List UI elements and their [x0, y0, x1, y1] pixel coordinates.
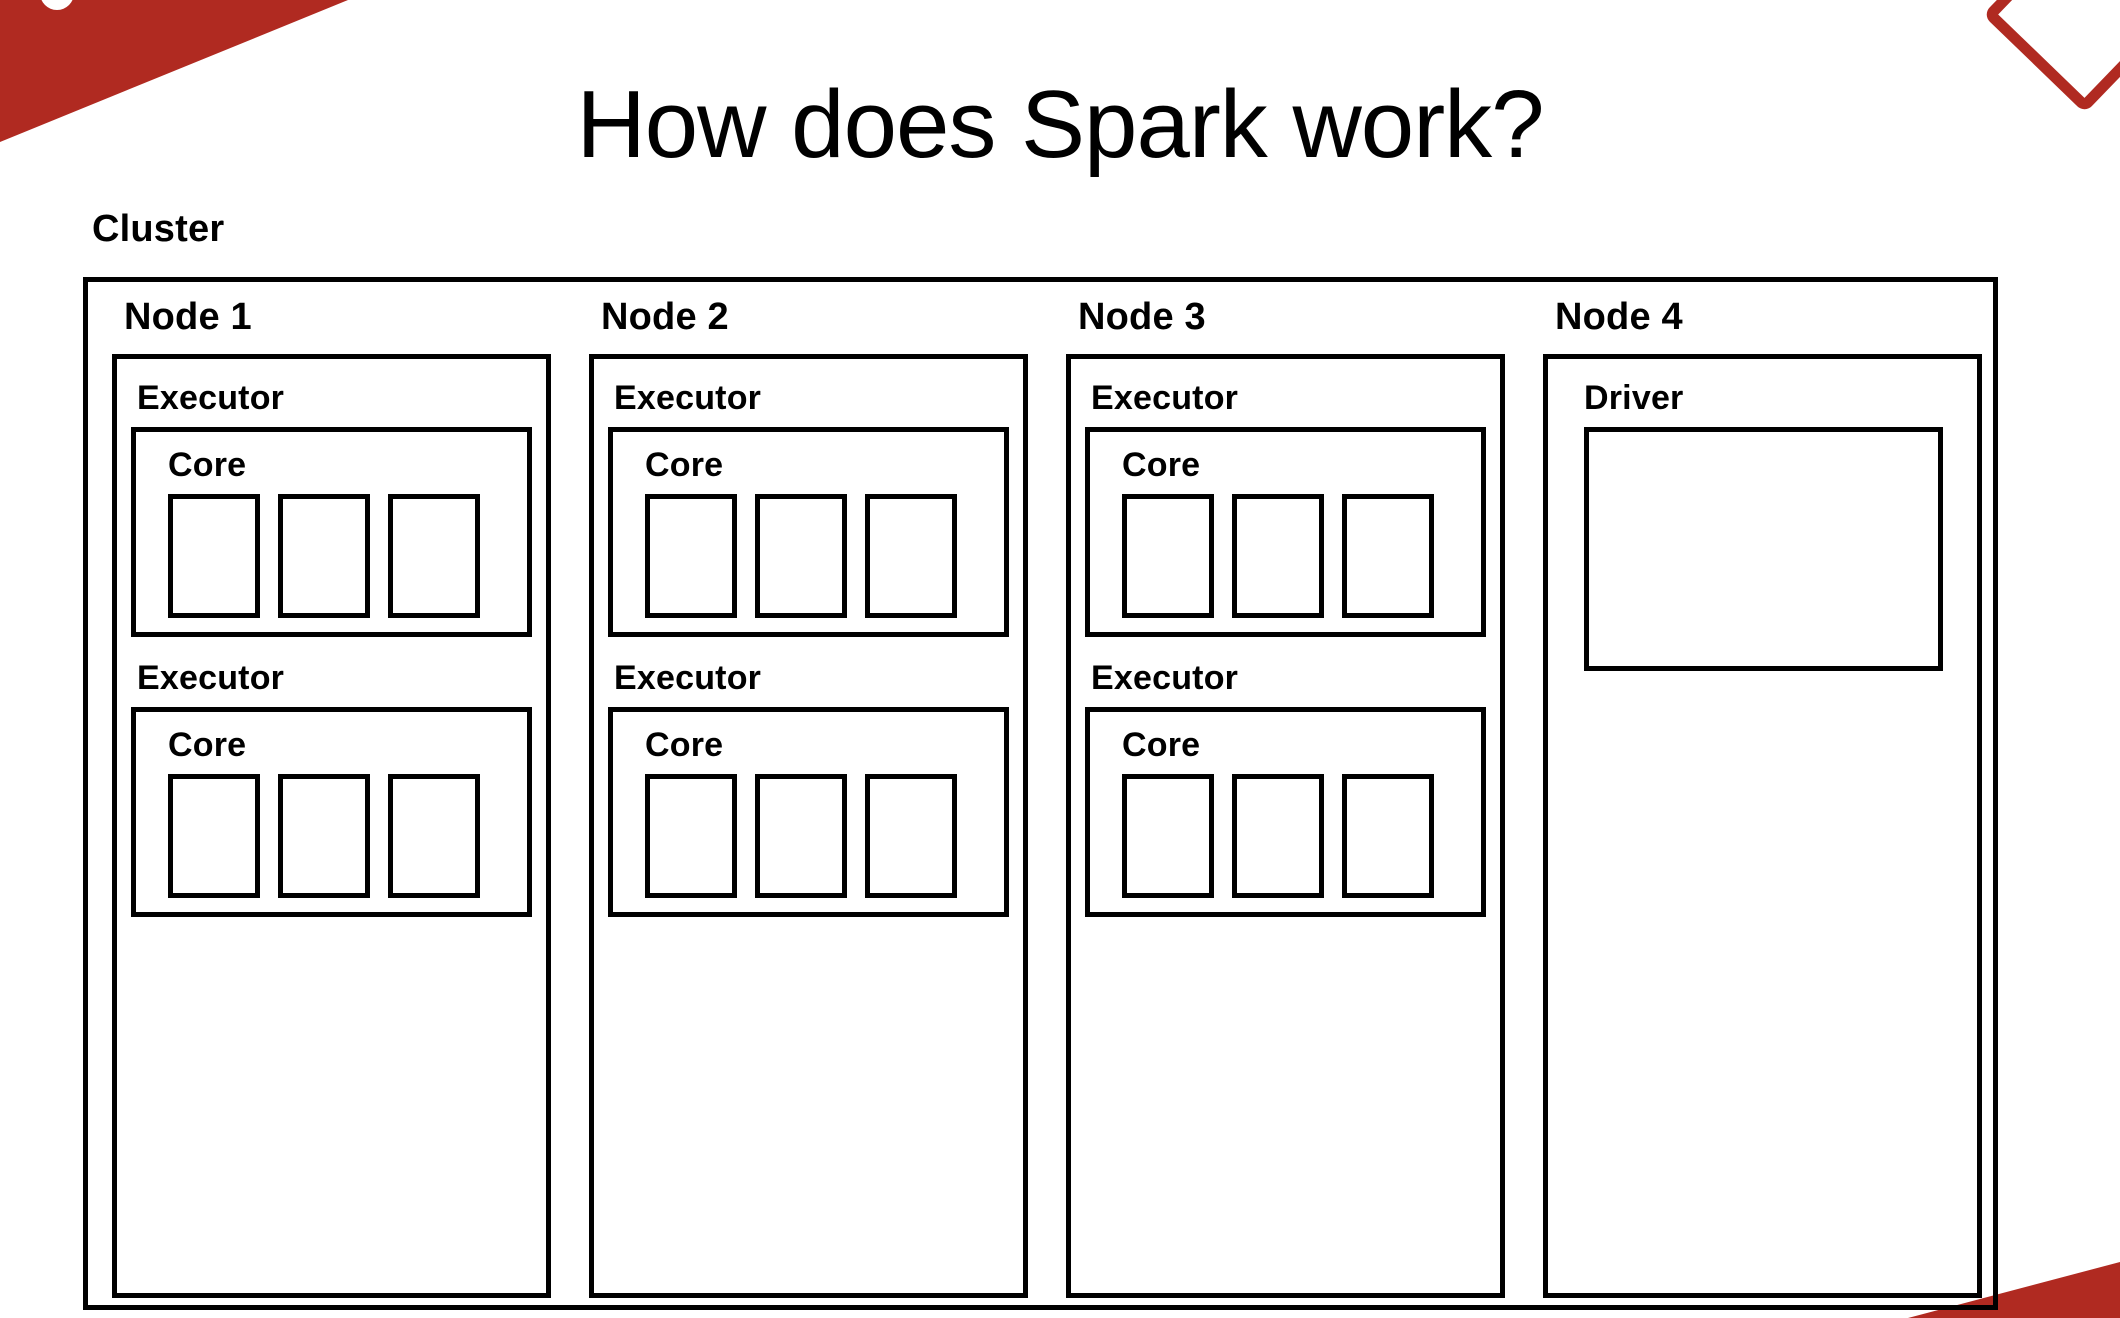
task-box: [168, 494, 260, 618]
task-box: [388, 494, 480, 618]
core-box: Core: [608, 427, 1009, 637]
core-label: Core: [645, 446, 724, 484]
core-label: Core: [645, 726, 724, 764]
node-column-1: Node 1 Executor Core Executor: [112, 298, 551, 1298]
task-box: [388, 774, 480, 898]
executor-label: Executor: [1091, 379, 1239, 417]
task-row: [1122, 494, 1471, 618]
core-label: Core: [168, 726, 247, 764]
node-label-4: Node 4: [1555, 296, 1683, 338]
cluster-label: Cluster: [92, 208, 225, 250]
task-box: [865, 774, 957, 898]
node-column-2: Node 2 Executor Core Executor: [589, 298, 1028, 1298]
node-column-4: Node 4 Driver: [1543, 298, 1982, 1298]
core-box: Core: [608, 707, 1009, 917]
task-row: [645, 494, 994, 618]
task-box: [278, 494, 370, 618]
task-box: [1122, 774, 1214, 898]
task-box: [755, 774, 847, 898]
core-box: Core: [1085, 707, 1486, 917]
task-box: [755, 494, 847, 618]
executor-1-1: Executor Core: [131, 369, 532, 637]
node-label-2: Node 2: [601, 296, 729, 338]
core-label: Core: [1122, 446, 1201, 484]
core-box: Core: [131, 427, 532, 637]
task-row: [1122, 774, 1471, 898]
task-row: [168, 774, 517, 898]
executor-2-1: Executor Core: [608, 369, 1009, 637]
executor-label: Executor: [137, 379, 285, 417]
node-box-4: Driver: [1543, 354, 1982, 1298]
core-label: Core: [1122, 726, 1201, 764]
driver: Driver: [1562, 369, 1963, 671]
driver-label: Driver: [1584, 379, 1684, 417]
top-left-white-notch: [40, 0, 74, 10]
executor-label: Executor: [614, 379, 762, 417]
task-box: [1342, 774, 1434, 898]
executor-3-2: Executor Core: [1085, 649, 1486, 917]
task-box: [1342, 494, 1434, 618]
task-box: [168, 774, 260, 898]
executor-2-2: Executor Core: [608, 649, 1009, 917]
node-box-3: Executor Core Executor Core: [1066, 354, 1505, 1298]
executor-1-2: Executor Core: [131, 649, 532, 917]
executor-label: Executor: [614, 659, 762, 697]
core-box: Core: [1085, 427, 1486, 637]
task-box: [278, 774, 370, 898]
cluster-box: Node 1 Executor Core Executor: [83, 277, 1998, 1310]
task-box: [865, 494, 957, 618]
node-box-2: Executor Core Executor Core: [589, 354, 1028, 1298]
nodes-row: Node 1 Executor Core Executor: [112, 298, 1982, 1298]
core-label: Core: [168, 446, 247, 484]
node-label-3: Node 3: [1078, 296, 1206, 338]
node-label-1: Node 1: [124, 296, 252, 338]
task-box: [1232, 494, 1324, 618]
task-box: [645, 494, 737, 618]
executor-3-1: Executor Core: [1085, 369, 1486, 637]
driver-inner-box: [1584, 427, 1943, 671]
core-box: Core: [131, 707, 532, 917]
page-title: How does Spark work?: [576, 71, 1544, 179]
task-row: [168, 494, 517, 618]
task-box: [1122, 494, 1214, 618]
task-row: [645, 774, 994, 898]
executor-label: Executor: [1091, 659, 1239, 697]
node-box-1: Executor Core Executor Core: [112, 354, 551, 1298]
task-box: [1232, 774, 1324, 898]
task-box: [645, 774, 737, 898]
executor-label: Executor: [137, 659, 285, 697]
node-column-3: Node 3 Executor Core Executor: [1066, 298, 1505, 1298]
